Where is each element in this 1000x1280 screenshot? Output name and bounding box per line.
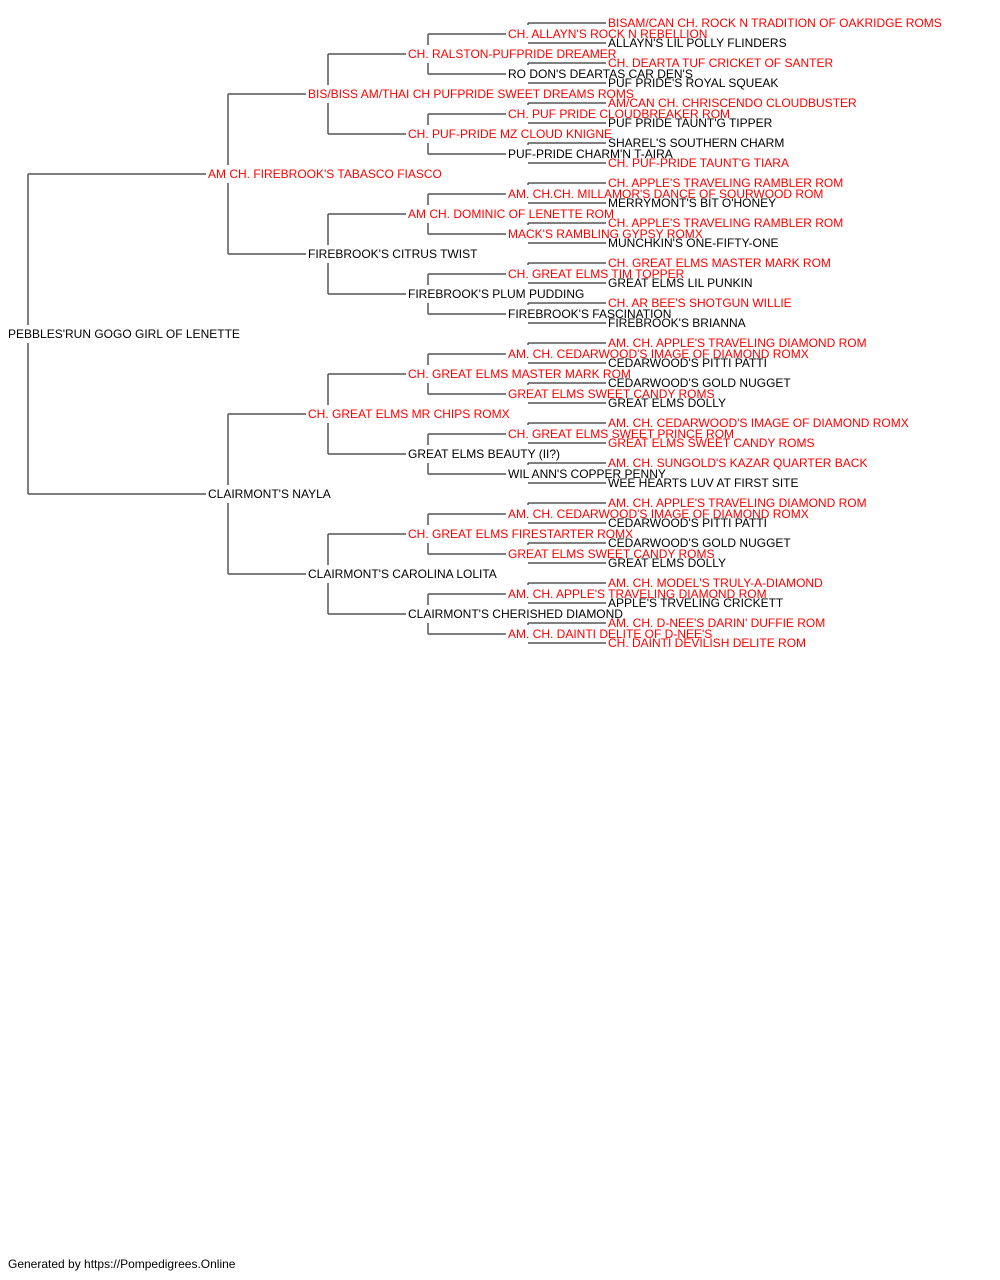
gen5-dam-name[interactable]: GREAT ELMS DOLLY (608, 396, 727, 410)
gen5-dam-name[interactable]: CEDARWOOD'S PITTI PATTI (608, 356, 767, 370)
gen5-dam-name[interactable]: APPLE'S TRVELING CRICKETT (608, 596, 784, 610)
gen5-dam-name[interactable]: FIREBROOK'S BRIANNA (608, 316, 746, 330)
gen5-dam-name[interactable]: GREAT ELMS SWEET CANDY ROMS (608, 436, 815, 450)
gen5-sire-name[interactable]: AM. CH. APPLE'S TRAVELING DIAMOND ROM (608, 496, 867, 510)
gen5-dam-name[interactable]: CH. PUF-PRIDE TAUNT'G TIARA (608, 156, 789, 170)
gen4-dam-name[interactable]: GREAT ELMS SWEET CANDY ROMS (508, 547, 715, 561)
gen4-sire-name[interactable]: AM. CH.CH. MILLAMOR'S DANCE OF SOURWOOD … (508, 187, 824, 201)
gen1-sire-name[interactable]: AM CH. FIREBROOK'S TABASCO FIASCO (208, 167, 442, 181)
gen3-sire-name[interactable]: CH. RALSTON-PUFPRIDE DREAMER (408, 47, 617, 61)
gen5-sire-name[interactable]: CEDARWOOD'S GOLD NUGGET (608, 376, 791, 390)
gen3-sire-name[interactable]: CH. GREAT ELMS FIRESTARTER ROMX (408, 527, 634, 541)
gen4-dam-name[interactable]: FIREBROOK'S FASCINATION (508, 307, 672, 321)
gen5-dam-name[interactable]: GREAT ELMS DOLLY (608, 556, 727, 570)
gen5-sire-name[interactable]: CH. DEARTA TUF CRICKET OF SANTER (608, 56, 834, 70)
gen4-sire-name[interactable]: CH. ALLAYN'S ROCK N REBELLION (508, 27, 708, 41)
gen3-dam-name[interactable]: FIREBROOK'S PLUM PUDDING (408, 287, 585, 301)
gen5-sire-name[interactable]: SHAREL'S SOUTHERN CHARM (608, 136, 785, 150)
gen5-dam-name[interactable]: MERRYMONT'S BIT O'HONEY (608, 196, 777, 210)
gen4-sire-name[interactable]: CH. GREAT ELMS SWEET PRINCE ROM (508, 427, 735, 441)
gen4-dam-name[interactable]: WIL ANN'S COPPER PENNY (508, 467, 666, 481)
gen4-dam-name[interactable]: PUF-PRIDE CHARM'N T-AIRA (508, 147, 673, 161)
gen3-sire-name[interactable]: CH. GREAT ELMS MASTER MARK ROM (408, 367, 631, 381)
gen4-dam-name[interactable]: GREAT ELMS SWEET CANDY ROMS (508, 387, 715, 401)
gen2-sire-name[interactable]: BIS/BISS AM/THAI CH PUFPRIDE SWEET DREAM… (308, 87, 634, 101)
gen5-dam-name[interactable]: GREAT ELMS LIL PUNKIN (608, 276, 753, 290)
gen5-sire-name[interactable]: CH. APPLE'S TRAVELING RAMBLER ROM (608, 176, 844, 190)
gen4-dam-name[interactable]: MACK'S RAMBLING GYPSY ROMX (508, 227, 703, 241)
gen5-sire-name[interactable]: CH. AR BEE'S SHOTGUN WILLIE (608, 296, 792, 310)
subject-dog-name[interactable]: PEBBLES'RUN GOGO GIRL OF LENETTE (8, 327, 240, 341)
gen3-dam-name[interactable]: CLAIRMONT'S CHERISHED DIAMOND (408, 607, 623, 621)
gen3-dam-name[interactable]: GREAT ELMS BEAUTY (II?) (408, 447, 561, 461)
gen5-sire-name[interactable]: AM. CH. SUNGOLD'S KAZAR QUARTER BACK (608, 456, 868, 470)
gen5-dam-name[interactable]: ALLAYN'S LIL POLLY FLINDERS (608, 36, 787, 50)
gen2-sire-name[interactable]: CH. GREAT ELMS MR CHIPS ROMX (308, 407, 510, 421)
gen5-sire-name[interactable]: CH. APPLE'S TRAVELING RAMBLER ROM (608, 216, 844, 230)
gen2-dam-name[interactable]: CLAIRMONT'S CAROLINA LOLITA (308, 567, 497, 581)
gen5-sire-name[interactable]: AM. CH. APPLE'S TRAVELING DIAMOND ROM (608, 336, 867, 350)
gen5-sire-name[interactable]: AM. CH. D-NEE'S DARIN' DUFFIE ROM (608, 616, 826, 630)
gen5-sire-name[interactable]: CEDARWOOD'S GOLD NUGGET (608, 536, 791, 550)
gen4-sire-name[interactable]: CH. PUF PRIDE CLOUDBREAKER ROM (508, 107, 731, 121)
gen1-dam-name[interactable]: CLAIRMONT'S NAYLA (208, 487, 331, 501)
gen5-sire-name[interactable]: BISAM/CAN CH. ROCK N TRADITION OF OAKRID… (608, 16, 942, 30)
gen5-sire-name[interactable]: AM/CAN CH. CHRISCENDO CLOUDBUSTER (608, 96, 857, 110)
gen5-dam-name[interactable]: PUF PRIDE'S ROYAL SQUEAK (608, 76, 779, 90)
gen4-sire-name[interactable]: CH. GREAT ELMS TIM TOPPER (508, 267, 685, 281)
gen3-sire-name[interactable]: AM CH. DOMINIC OF LENETTE ROM (408, 207, 615, 221)
gen5-dam-name[interactable]: CEDARWOOD'S PITTI PATTI (608, 516, 767, 530)
gen2-dam-name[interactable]: FIREBROOK'S CITRUS TWIST (308, 247, 478, 261)
gen4-dam-name[interactable]: AM. CH. DAINTI DELITE OF D-NEE'S (508, 627, 713, 641)
generated-by-footer: Generated by https://Pompedigrees.Online (8, 1257, 236, 1271)
gen5-sire-name[interactable]: AM. CH. CEDARWOOD'S IMAGE OF DIAMOND ROM… (608, 416, 909, 430)
gen4-sire-name[interactable]: AM. CH. CEDARWOOD'S IMAGE OF DIAMOND ROM… (508, 347, 809, 361)
gen5-dam-name[interactable]: WEE HEARTS LUV AT FIRST SITE (608, 476, 799, 490)
gen5-sire-name[interactable]: AM. CH. MODEL'S TRULY-A-DIAMOND (608, 576, 823, 590)
gen4-sire-name[interactable]: AM. CH. CEDARWOOD'S IMAGE OF DIAMOND ROM… (508, 507, 809, 521)
gen4-dam-name[interactable]: RO DON'S DEARTAS CAR DEN'S (508, 67, 693, 81)
gen5-dam-name[interactable]: CH. DAINTI DEVILISH DELITE ROM (608, 636, 807, 650)
gen5-sire-name[interactable]: CH. GREAT ELMS MASTER MARK ROM (608, 256, 831, 270)
gen3-dam-name[interactable]: CH. PUF-PRIDE MZ CLOUD KNIGNE (408, 127, 613, 141)
gen5-dam-name[interactable]: MUNCHKIN'S ONE-FIFTY-ONE (608, 236, 779, 250)
gen4-sire-name[interactable]: AM. CH. APPLE'S TRAVELING DIAMOND ROM (508, 587, 767, 601)
gen5-dam-name[interactable]: PUF PRIDE TAUNT'G TIPPER (608, 116, 773, 130)
